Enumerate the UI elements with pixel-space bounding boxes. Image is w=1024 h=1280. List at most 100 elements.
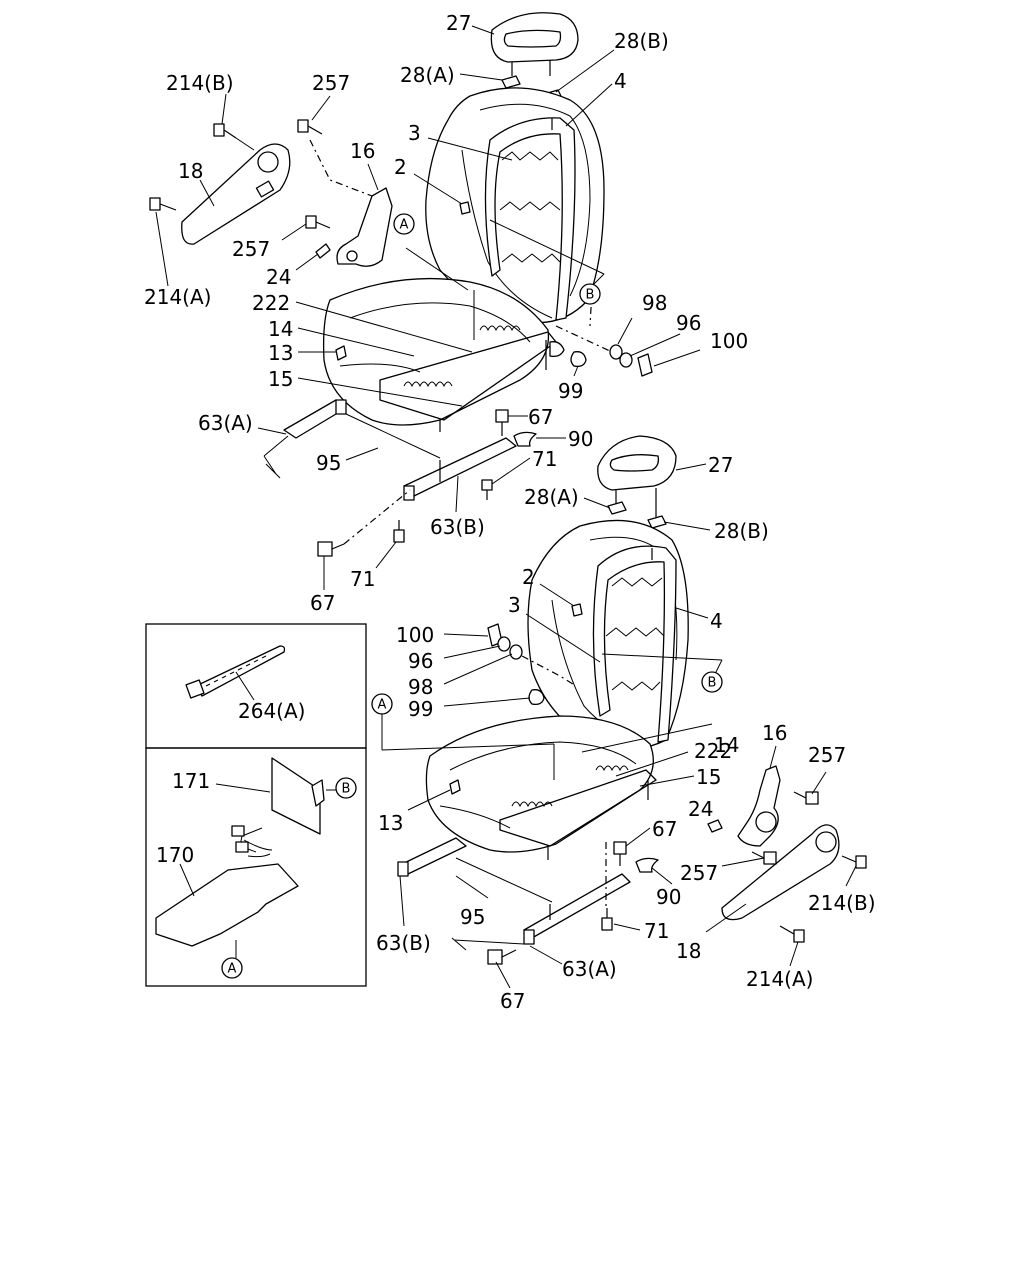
callout-upper-bolt-67-top: 67 xyxy=(528,405,553,429)
callout-lower-guide-b: 28(B) xyxy=(714,519,769,543)
callout-lower-rail-63b: 63(B) xyxy=(376,931,431,955)
callout-lower-washer-98: 98 xyxy=(408,675,433,699)
upper-bolt-257-mid-part xyxy=(305,215,331,229)
lower-cover-90-part xyxy=(635,857,659,873)
upper-bolt-71-low-part xyxy=(393,520,405,543)
lower-washer-part xyxy=(509,644,523,660)
callout-lower-cap-100: 100 xyxy=(396,623,434,647)
lower-leaders xyxy=(381,463,857,989)
inset-leaders xyxy=(179,783,336,958)
upper-cap-part xyxy=(637,353,653,377)
lower-guide-a-part xyxy=(607,501,627,515)
ref-marker-letter: B xyxy=(708,676,717,691)
callout-upper-cover-18: 18 xyxy=(178,159,203,183)
upper-cover-90-part xyxy=(513,431,537,447)
callout-upper-bolt-257-top: 257 xyxy=(312,71,350,95)
upper-bar-95-part xyxy=(345,413,441,459)
upper-release-bar xyxy=(263,435,289,479)
callout-lower-bolt-214a: 214(A) xyxy=(746,967,813,991)
callout-upper-bolt-214a: 214(A) xyxy=(144,285,211,309)
callout-lower-cushion-14: 14 xyxy=(714,733,739,757)
upper-rail-b xyxy=(403,437,517,501)
upper-clip-part xyxy=(459,201,471,215)
inset-box-tie xyxy=(145,623,367,749)
callout-lower-clip: 2 xyxy=(522,565,535,589)
upper-washer-part xyxy=(609,344,623,360)
lower-headrest-part xyxy=(597,435,677,518)
lower-bolt-67-top-part xyxy=(613,841,627,866)
callout-lower-frame: 4 xyxy=(710,609,723,633)
callout-lower-knob-24: 24 xyxy=(688,797,713,821)
callout-lower-bolt-71: 71 xyxy=(644,919,669,943)
lower-guide-b-part xyxy=(647,515,667,529)
callout-upper-bolt-67-low: 67 xyxy=(310,591,335,615)
callout-upper-headrest: 27 xyxy=(446,11,471,35)
ref-marker-circle xyxy=(221,957,243,979)
callout-lower-bolt-67-low: 67 xyxy=(500,989,525,1013)
callout-upper-cover-90: 90 xyxy=(568,427,593,451)
callout-lower-bolt-67-top: 67 xyxy=(652,817,677,841)
inset-panels xyxy=(145,623,367,987)
callout-upper-cap-100: 100 xyxy=(710,329,748,353)
callout-lower-pad: 3 xyxy=(508,593,521,617)
upper-side-cover xyxy=(181,143,291,245)
callout-upper-cushion-14: 14 xyxy=(268,317,293,341)
ref-marker-circle xyxy=(701,671,723,693)
lower-side-cover xyxy=(721,824,840,921)
lower-nut-part xyxy=(497,636,511,652)
upper-nut-part xyxy=(619,352,633,368)
callout-upper-clip-13: 13 xyxy=(268,341,293,365)
lower-rail-b xyxy=(397,837,467,877)
callout-lower-bar-95: 95 xyxy=(460,905,485,929)
upper-knob-part xyxy=(315,243,331,259)
callout-upper-guide-a: 28(A) xyxy=(400,63,455,87)
callout-lower-nut-96: 96 xyxy=(408,649,433,673)
callout-inset-pad-171: 171 xyxy=(172,769,210,793)
lower-knob-part xyxy=(707,819,723,833)
ref-marker-circle xyxy=(371,693,393,715)
callout-upper-bar-95: 95 xyxy=(316,451,341,475)
heater-pad-171-part xyxy=(239,757,325,853)
callout-upper-bolt-71-low: 71 xyxy=(350,567,375,591)
upper-seatback-frame xyxy=(484,117,576,321)
callout-upper-harness-222: 222 xyxy=(252,291,290,315)
cable-tie-part xyxy=(185,645,286,699)
ref-marker-inset-b: B xyxy=(335,777,357,799)
lower-clip13-part xyxy=(449,779,461,795)
upper-seat-assembly xyxy=(149,12,701,590)
lower-bolt-214b-part xyxy=(841,855,867,869)
lower-bolt-67-low-part xyxy=(487,949,517,965)
callout-lower-lever-16: 16 xyxy=(762,721,787,745)
ref-marker-letter: B xyxy=(342,782,351,797)
upper-bolt-214a-part xyxy=(149,197,177,211)
ref-marker-upper-b: B xyxy=(579,283,601,305)
upper-cushion xyxy=(322,277,550,426)
ref-marker-circle xyxy=(579,283,601,305)
lower-cushion xyxy=(425,715,654,853)
upper-leaders xyxy=(155,25,701,590)
lower-rail-a xyxy=(523,873,631,945)
callout-inset-tie-264a: 264(A) xyxy=(238,699,305,723)
callout-upper-nut-96: 96 xyxy=(676,311,701,335)
callout-upper-rail-63b: 63(B) xyxy=(430,515,485,539)
callout-upper-rail-63a: 63(A) xyxy=(198,411,253,435)
lower-lever xyxy=(737,765,781,847)
ref-marker-letter: B xyxy=(586,288,595,303)
heater-pad-170-part xyxy=(155,825,299,947)
lower-seatback-frame xyxy=(592,545,677,743)
ref-marker-lower-a: A xyxy=(371,693,393,715)
upper-guide-a-part xyxy=(501,75,521,89)
ref-marker-letter: A xyxy=(378,698,387,713)
upper-bolt-257-top-part xyxy=(297,119,323,135)
upper-pivot-part xyxy=(549,341,565,358)
callout-lower-guide-a: 28(A) xyxy=(524,485,579,509)
callout-lower-frame-15: 15 xyxy=(696,765,721,789)
callout-upper-guide-b: 28(B) xyxy=(614,29,669,53)
callout-lower-cover-18: 18 xyxy=(676,939,701,963)
ref-marker-circle xyxy=(393,213,415,235)
callout-lower-harness-222: 222 xyxy=(694,739,732,763)
ref-marker-lower-b: B xyxy=(701,671,723,693)
lower-bushing-part xyxy=(528,689,545,706)
callout-lower-clip-13: 13 xyxy=(378,811,403,835)
callout-upper-clip: 2 xyxy=(394,155,407,179)
